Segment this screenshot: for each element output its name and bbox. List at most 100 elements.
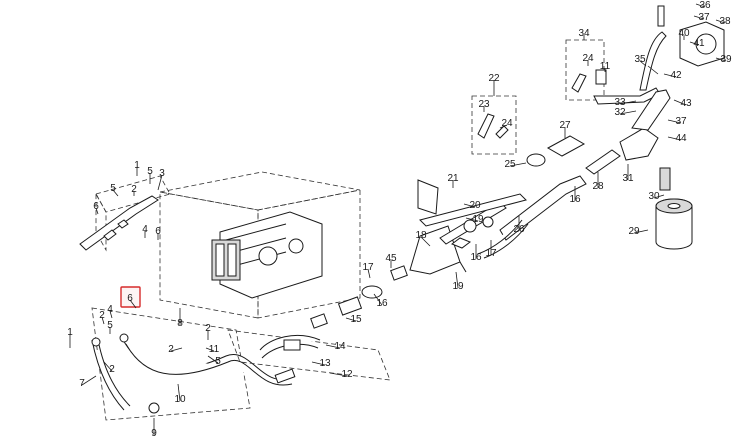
callout-c8: 8 xyxy=(177,318,183,329)
leader-line-c7 xyxy=(81,375,97,386)
leader-line-c44 xyxy=(667,136,682,141)
callout-c2d: 2 xyxy=(168,344,174,355)
leader-line-c39 xyxy=(715,57,727,62)
callout-c14: 14 xyxy=(334,341,346,352)
pipe-group-10 xyxy=(91,307,296,421)
callout-c12: 12 xyxy=(341,369,353,380)
callout-c2a: 2 xyxy=(131,184,137,195)
callout-c5d: 5 xyxy=(215,356,221,367)
leader-line-c5b xyxy=(112,189,119,197)
leader-line-c6a xyxy=(95,207,99,215)
callout-c20: 20 xyxy=(469,200,481,211)
leader-line-c30 xyxy=(653,194,665,199)
leader-line-c25 xyxy=(509,162,527,167)
callout-c26: 26 xyxy=(513,224,525,235)
callout-c18: 18 xyxy=(415,230,427,241)
upper-right-assembly xyxy=(471,5,725,250)
leader-line-c12 xyxy=(329,372,348,377)
callout-c43: 43 xyxy=(680,98,692,109)
leader-line-c33 xyxy=(619,100,637,105)
callout-c31: 31 xyxy=(622,173,634,184)
callout-c42: 42 xyxy=(670,70,682,81)
leader-line-c11b xyxy=(205,347,215,352)
callout-c40: 40 xyxy=(678,28,690,39)
leader-line-c6c xyxy=(129,299,137,309)
callout-c5c: 5 xyxy=(107,320,113,331)
callout-c24b: 24 xyxy=(501,118,513,129)
callout-c27: 27 xyxy=(559,120,571,131)
leader-line-c36 xyxy=(695,3,706,8)
leader-line-c43 xyxy=(673,99,687,106)
leader-line-c15 xyxy=(345,317,357,322)
callout-c29: 29 xyxy=(628,226,640,237)
callout-c2e: 2 xyxy=(109,364,115,375)
callout-c37a: 37 xyxy=(698,12,710,23)
callout-c19a: 19 xyxy=(472,214,484,225)
callout-c45: 45 xyxy=(385,253,397,264)
callout-c6c: 6 xyxy=(127,293,133,304)
callout-c25: 25 xyxy=(504,159,516,170)
callout-c37b: 37 xyxy=(675,116,687,127)
leader-line-c18 xyxy=(420,236,431,247)
callout-c22: 22 xyxy=(488,73,500,84)
callout-c11b: 11 xyxy=(209,344,220,355)
callout-c21: 21 xyxy=(447,173,459,184)
callout-c44: 44 xyxy=(675,133,687,144)
leader-line-c10 xyxy=(177,383,181,402)
leader-line-c2d xyxy=(170,347,183,352)
leader-line-c20 xyxy=(463,203,476,208)
callout-c5a: 5 xyxy=(147,166,153,177)
callout-c41: 41 xyxy=(693,38,705,49)
leader-line-c14 xyxy=(325,344,341,349)
leader-line-c17b xyxy=(367,268,371,279)
callout-c39: 39 xyxy=(720,54,732,65)
callout-c3: 3 xyxy=(159,168,165,179)
callout-c23: 23 xyxy=(478,99,490,110)
callout-c4b: 4 xyxy=(107,304,113,315)
callout-c28: 28 xyxy=(592,181,604,192)
leader-line-c19a xyxy=(465,217,479,222)
callout-c9: 9 xyxy=(151,428,157,439)
leader-line-c2b xyxy=(101,316,105,325)
callout-c6a: 6 xyxy=(93,201,99,212)
leader-line-c32 xyxy=(619,110,637,115)
callout-c10: 10 xyxy=(174,394,186,405)
callout-c16c: 16 xyxy=(376,298,388,309)
leader-line-c4b xyxy=(109,310,113,319)
leader-line-c37b xyxy=(667,119,682,124)
callout-c4a: 4 xyxy=(142,224,148,235)
callout-c6b: 6 xyxy=(155,226,161,237)
callout-c16b: 16 xyxy=(470,252,482,263)
leader-line-c42 xyxy=(663,73,677,78)
callout-c19b: 19 xyxy=(452,281,464,292)
callout-leader-lines xyxy=(69,3,727,435)
leader-line-c24b xyxy=(499,124,508,129)
leader-line-c16c xyxy=(373,293,383,306)
callout-c33: 33 xyxy=(614,97,626,108)
callout-c16a: 16 xyxy=(569,194,581,205)
callout-c17a: 17 xyxy=(485,248,497,259)
callout-c38: 38 xyxy=(719,16,731,27)
callout-c2c: 2 xyxy=(205,323,211,334)
callout-c15: 15 xyxy=(350,314,362,325)
callout-c36: 36 xyxy=(699,0,711,11)
valve-block-group-3 xyxy=(79,175,171,252)
leader-line-c37a xyxy=(693,15,705,20)
callout-c34: 34 xyxy=(578,28,590,39)
leader-line-c3 xyxy=(157,174,163,191)
leader-line-c19b xyxy=(455,271,459,289)
leader-line-c41 xyxy=(689,41,700,46)
callout-c11a: 11 xyxy=(600,61,611,72)
callout-c2b: 2 xyxy=(99,310,105,321)
leader-line-c29 xyxy=(633,229,649,234)
callout-c13: 13 xyxy=(319,358,331,369)
callout-c30: 30 xyxy=(648,191,660,202)
callout-c7: 7 xyxy=(79,378,85,389)
callout-c24a: 24 xyxy=(582,53,594,64)
leader-line-c38 xyxy=(715,19,726,24)
leader-line-c13 xyxy=(311,361,326,366)
leader-line-c2e xyxy=(103,361,113,372)
callout-c1b: 1 xyxy=(67,327,73,338)
